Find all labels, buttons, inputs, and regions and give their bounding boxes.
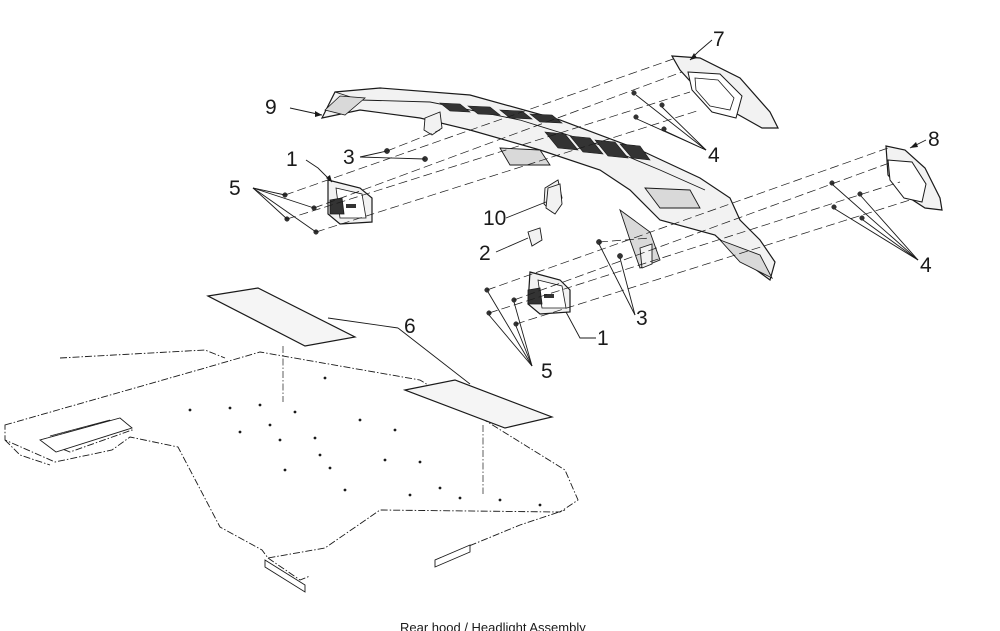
leader-lines — [252, 39, 927, 385]
floor-mat-left — [206, 287, 357, 347]
floor-plate — [4, 349, 579, 581]
floor-plate-holes — [188, 376, 542, 507]
callout-6: 6 — [404, 315, 416, 338]
alignment-lines — [284, 57, 911, 325]
floor-plate-brackets — [38, 417, 471, 593]
vent-bezel-upper — [670, 55, 779, 129]
callout-7: 7 — [713, 28, 725, 51]
callout-1-upper: 1 — [286, 148, 298, 171]
headlight-right — [527, 271, 571, 315]
hood-vent-slots — [439, 102, 651, 161]
callout-5-upper: 5 — [229, 177, 241, 200]
callout-9: 9 — [265, 96, 277, 119]
callout-1-lower: 1 — [597, 327, 609, 350]
callout-10: 10 — [483, 207, 506, 230]
callout-4-lower: 4 — [920, 254, 932, 277]
callout-4-upper: 4 — [708, 144, 720, 167]
rear-hood — [320, 87, 776, 281]
callout-5-lower: 5 — [541, 360, 553, 383]
headlight-left — [327, 179, 373, 225]
bracket-item-10 — [545, 183, 563, 215]
bracket-item-2 — [527, 227, 543, 247]
floor-mat-right — [402, 379, 555, 429]
diagram-caption: Rear hood / Headlight Assembly — [400, 620, 586, 631]
leader-arrowheads — [315, 53, 918, 182]
callout-2: 2 — [479, 242, 491, 265]
callout-3-lower: 3 — [636, 307, 648, 330]
callout-3-upper: 3 — [343, 146, 355, 169]
callout-8: 8 — [928, 128, 940, 151]
mat-drop-lines — [282, 346, 484, 494]
vent-bezel-lower — [885, 145, 943, 211]
